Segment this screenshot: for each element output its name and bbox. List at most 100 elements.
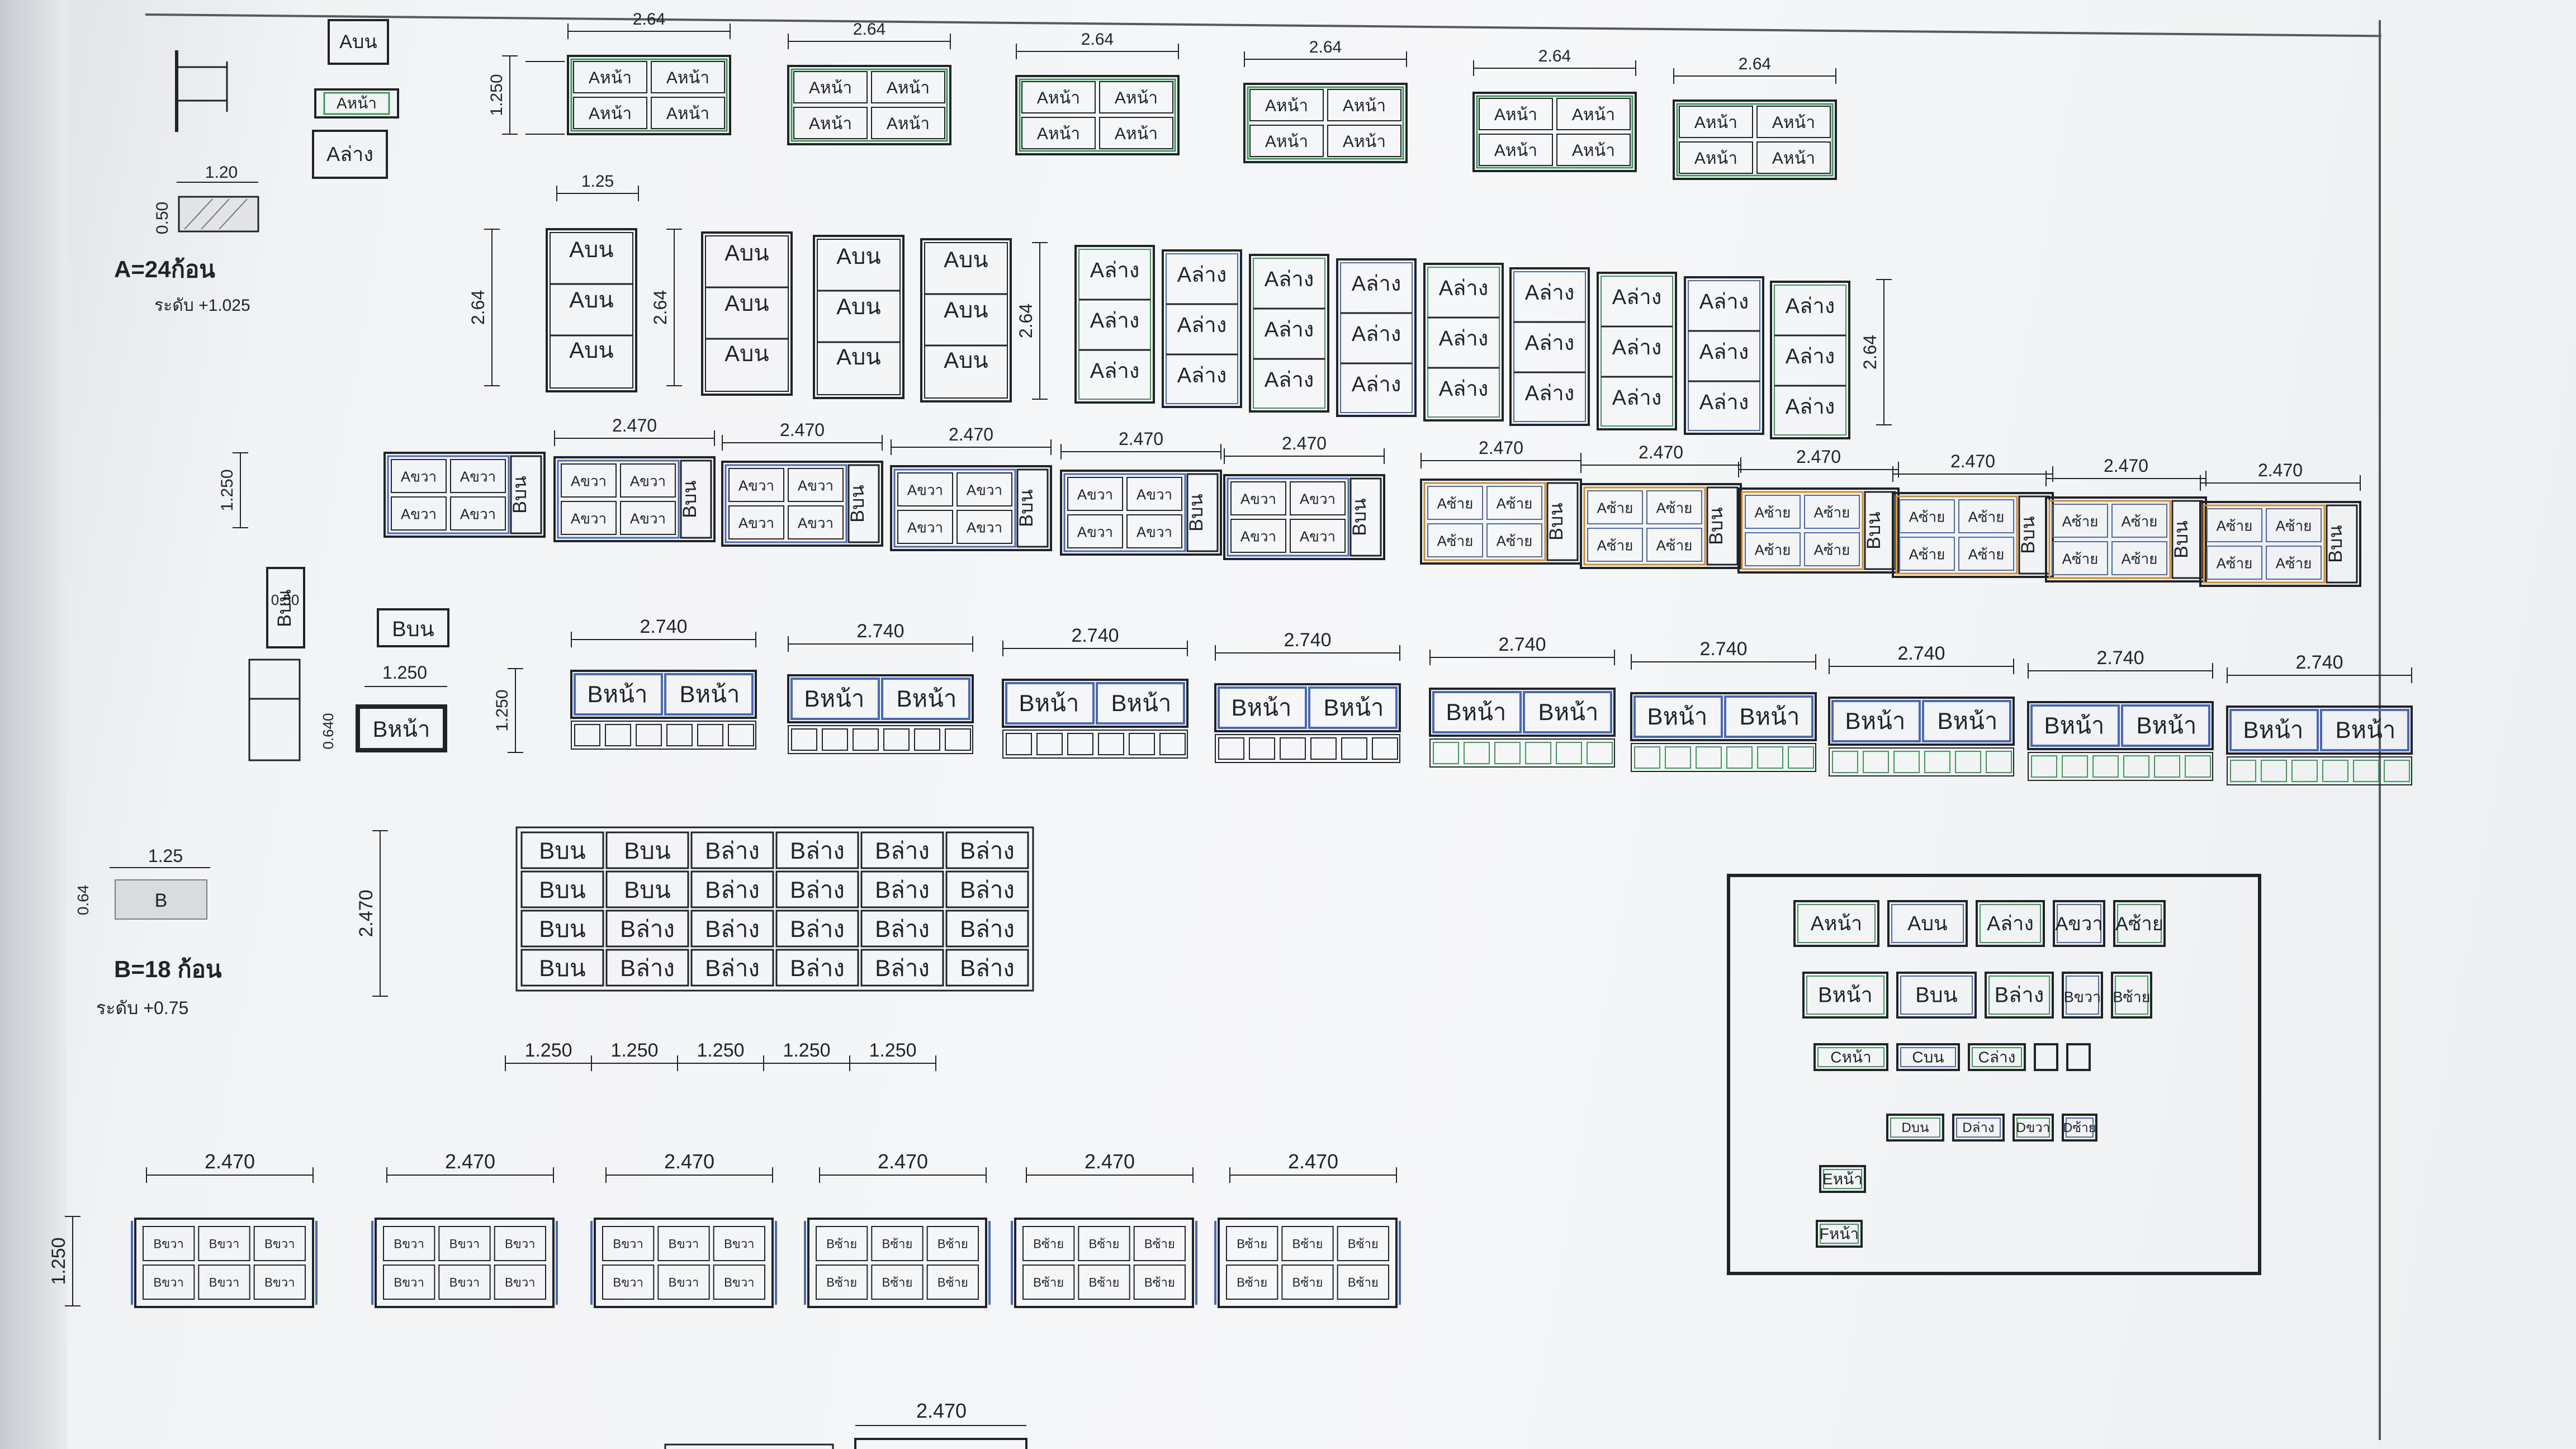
row3-side-box bbox=[1349, 477, 1382, 557]
grid-cell-label: Bล่าง bbox=[705, 955, 760, 981]
row1-cell bbox=[1327, 125, 1401, 157]
grid-width-dim-3: 1.250 bbox=[697, 1040, 744, 1061]
row1-cell-label: Aหน้า bbox=[1115, 125, 1158, 143]
b-level: ระดับ +0.75 bbox=[96, 998, 188, 1018]
row2-lower-column-4 bbox=[1336, 258, 1417, 417]
row1-cell bbox=[793, 107, 868, 139]
row1-panel-1-inner bbox=[570, 58, 728, 132]
row6-cell-label: Bขวา bbox=[613, 1237, 643, 1251]
row3-cell bbox=[1804, 495, 1860, 529]
row4-panel-4-dim: 2.740 bbox=[1284, 629, 1331, 651]
row1-cell bbox=[1756, 106, 1831, 138]
row3-panel-9-dim: 2.470 bbox=[1796, 447, 1841, 467]
row6-cell bbox=[438, 1265, 491, 1300]
legend-label: Fหน้า bbox=[1820, 1225, 1859, 1242]
row6-cell bbox=[602, 1226, 655, 1261]
grid-cell-label: Bบน bbox=[539, 837, 585, 864]
row3-panel-4 bbox=[890, 465, 1052, 551]
row1-cell bbox=[1556, 134, 1631, 166]
row4-lower-cell bbox=[1696, 746, 1722, 769]
row3-cell bbox=[1745, 495, 1801, 529]
row6-cell bbox=[1226, 1226, 1278, 1261]
row3-cell bbox=[1899, 537, 1955, 571]
row4-cell bbox=[1724, 695, 1813, 738]
row4-cell bbox=[1922, 700, 2011, 742]
row3-cell bbox=[728, 468, 784, 502]
row2-height-dim-4: 2.64 bbox=[1860, 335, 1880, 370]
row3-cell bbox=[788, 468, 844, 502]
row3-panel-5-dim: 2.470 bbox=[1119, 429, 1163, 449]
row6-cell bbox=[1078, 1265, 1130, 1300]
row6-cell-label: Bซ้าย bbox=[1033, 1276, 1064, 1290]
row2-upper-column-2 bbox=[701, 231, 793, 396]
row6-cell-label: Bขวา bbox=[505, 1276, 535, 1290]
a-front-box bbox=[314, 88, 399, 119]
row4-cell-label: Bหน้า bbox=[1111, 690, 1172, 716]
row3-side-label: Bบน bbox=[2171, 520, 2192, 558]
row6-cell bbox=[926, 1265, 979, 1300]
row1-cell bbox=[1021, 117, 1096, 149]
row1-cell bbox=[651, 61, 725, 93]
a-width-dim: 1.20 bbox=[205, 163, 238, 182]
row6-cell-label: Bขวา bbox=[209, 1276, 239, 1290]
legend-swatch-inner bbox=[1988, 976, 2050, 1015]
row1-panel-4-inner bbox=[1247, 86, 1404, 160]
b-front-box bbox=[356, 704, 447, 752]
row3-cell bbox=[1958, 499, 2014, 533]
row4-lower-cell bbox=[945, 728, 971, 751]
row4-lower-cell bbox=[1098, 733, 1124, 755]
row4-cell bbox=[2229, 709, 2319, 751]
grid-cell bbox=[605, 949, 689, 987]
row3-cell bbox=[1126, 477, 1182, 511]
row6-cell-label: Bซ้าย bbox=[1089, 1237, 1120, 1251]
row3-cell-label: Aซ้าย bbox=[2122, 513, 2158, 530]
row3-cell-label: Aซ้าย bbox=[1497, 533, 1533, 550]
bottom-box bbox=[854, 1438, 1027, 1449]
row4-lower-strip bbox=[1631, 743, 1816, 772]
row2-lower-column-inner bbox=[1774, 285, 1846, 435]
row3-cell-label: Aขวา bbox=[798, 515, 834, 532]
row6-cell-label: Bขวา bbox=[394, 1237, 424, 1251]
row4-lower-cell bbox=[1036, 733, 1063, 755]
row3-side-box bbox=[2326, 504, 2358, 584]
row4-lower-cell bbox=[853, 728, 879, 751]
row1-cell-label: Aหน้า bbox=[1572, 106, 1615, 124]
row6-cell-label: Bขวา bbox=[264, 1276, 295, 1290]
a-block-hatch bbox=[178, 196, 259, 233]
grid-cell-label: Bล่าง bbox=[875, 916, 930, 942]
row6-b-side-panels: 1.2502.470BขวาBขวาBขวาBขวาBขวาBขวา2.470B… bbox=[48, 1150, 1401, 1308]
row3-panel-8 bbox=[1580, 483, 1742, 569]
row2-lower-cell: Aล่าง bbox=[1177, 263, 1227, 287]
legend-swatch bbox=[1887, 900, 1968, 947]
row2-lower-column-inner bbox=[1166, 253, 1238, 404]
row4-lower-cell bbox=[2353, 760, 2379, 782]
row4-lower-cell bbox=[2185, 755, 2211, 778]
row1-panel-3-dim: 2.64 bbox=[1081, 30, 1114, 49]
row6-cell-label: Bซ้าย bbox=[937, 1237, 968, 1251]
row6-cell bbox=[657, 1226, 710, 1261]
row3-panel-2 bbox=[553, 456, 716, 542]
row4-lower-cell bbox=[822, 728, 848, 751]
row1-cell-label: Aหน้า bbox=[1037, 89, 1080, 107]
row6-panel-1-dim: 2.470 bbox=[205, 1150, 255, 1173]
row4-cell-label: Bหน้า bbox=[588, 681, 648, 707]
row6-cell-label: Bซ้าย bbox=[1348, 1276, 1379, 1290]
b-side-height-dim: 0.64 bbox=[74, 885, 92, 916]
row3-side-label: Bบน bbox=[2018, 516, 2039, 554]
row1-panel-2-dim: 2.64 bbox=[853, 20, 886, 39]
row6-cell bbox=[253, 1265, 306, 1300]
row3-cell-label: Aขวา bbox=[738, 515, 774, 532]
row1-panel-6 bbox=[1673, 100, 1837, 180]
row6-panel-2-dim: 2.470 bbox=[445, 1150, 495, 1173]
row3-side-box bbox=[1864, 491, 1896, 570]
row4-lower-cell bbox=[1006, 733, 1032, 755]
grid-cell bbox=[690, 870, 774, 908]
legend-swatch-inner bbox=[1900, 976, 1973, 1015]
row4-lower-strip bbox=[788, 725, 973, 754]
row3-cell bbox=[1958, 537, 2014, 571]
grid-cell bbox=[520, 949, 604, 987]
legend-swatch bbox=[1886, 1114, 1944, 1142]
row1-cell bbox=[1099, 81, 1173, 113]
a-top-label: Aบน bbox=[339, 31, 377, 53]
row4-lower-cell bbox=[883, 728, 910, 751]
